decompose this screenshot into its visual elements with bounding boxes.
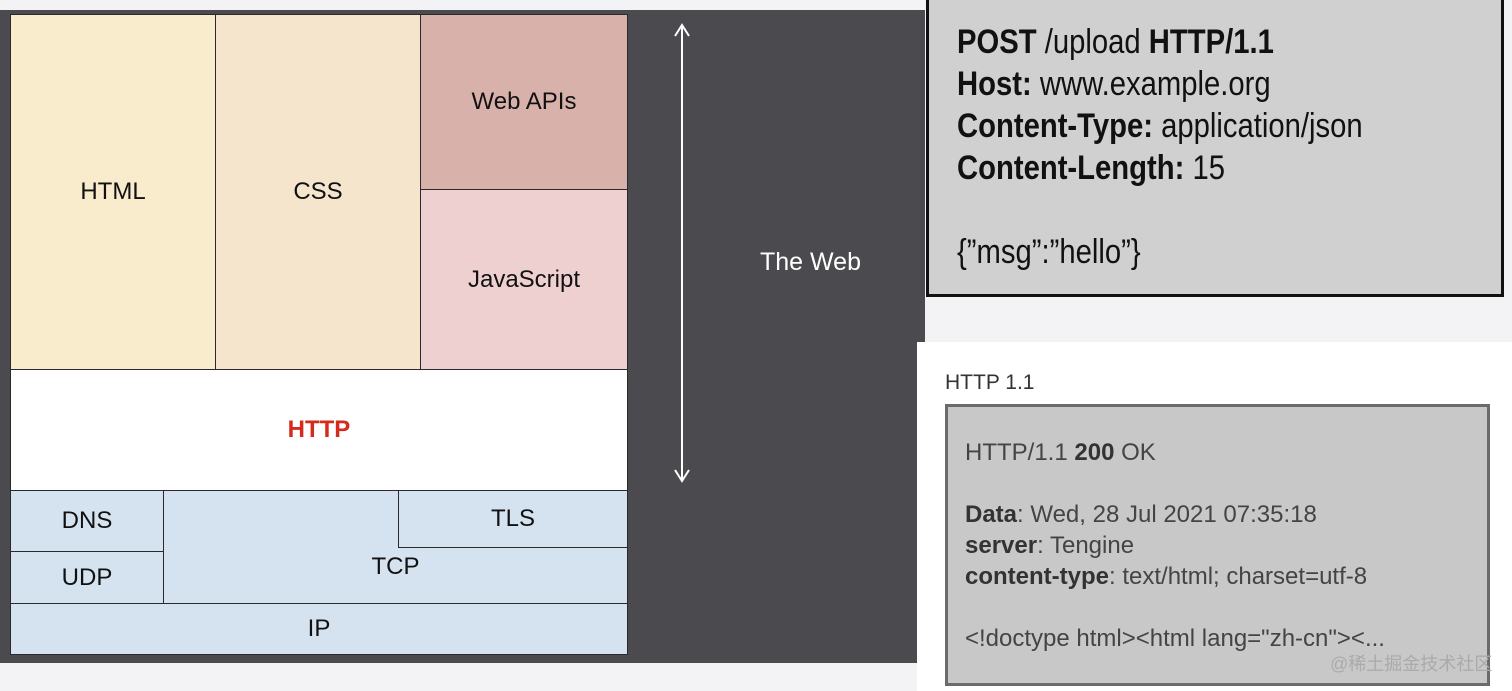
content-type-header: Content-Type: application/json xyxy=(957,107,1363,145)
layer-tls: TLS xyxy=(398,490,628,548)
response-title: HTTP 1.1 xyxy=(945,371,1035,394)
request-line: POST /upload HTTP/1.1 xyxy=(957,21,1425,63)
request-body: {”msg”:”hello”} xyxy=(957,233,1141,271)
watermark: @稀土掘金技术社区 xyxy=(1330,654,1493,674)
response-body: <!doctype html><html lang="zh-cn"><... xyxy=(965,625,1385,652)
request-path: /upload xyxy=(1044,23,1141,61)
layer-html: HTML xyxy=(10,14,216,370)
host-header: Host: www.example.org xyxy=(957,65,1271,103)
server-header: server: Tengine xyxy=(965,532,1135,559)
http-response-example: HTTP/1.1 200 OK Data: Wed, 28 Jul 2021 0… xyxy=(945,404,1490,686)
layer-dns: DNS xyxy=(10,490,164,552)
layer-web-apis: Web APIs xyxy=(420,14,628,190)
http-request-example: POST /upload HTTP/1.1 Host: www.example.… xyxy=(926,0,1504,297)
request-method: POST xyxy=(957,23,1037,61)
layer-http: HTTP xyxy=(10,369,628,491)
layer-udp: UDP xyxy=(10,551,164,604)
the-web-label: The Web xyxy=(760,248,861,276)
request-version: HTTP/1.1 xyxy=(1148,23,1274,61)
layer-javascript: JavaScript xyxy=(420,189,628,370)
content-length-header: Content-Length: 15 xyxy=(957,149,1226,187)
double-arrow-icon xyxy=(674,23,690,483)
layer-css: CSS xyxy=(215,14,421,370)
date-header: Data: Wed, 28 Jul 2021 07:35:18 xyxy=(965,501,1317,528)
status-line: HTTP/1.1 200 OK xyxy=(965,439,1156,466)
content-type-header: content-type: text/html; charset=utf-8 xyxy=(965,563,1368,590)
web-stack-diagram: HTML CSS Web APIs JavaScript HTTP DNS UD… xyxy=(10,14,628,655)
status-code: 200 xyxy=(1074,439,1115,466)
layer-ip: IP xyxy=(10,603,628,655)
